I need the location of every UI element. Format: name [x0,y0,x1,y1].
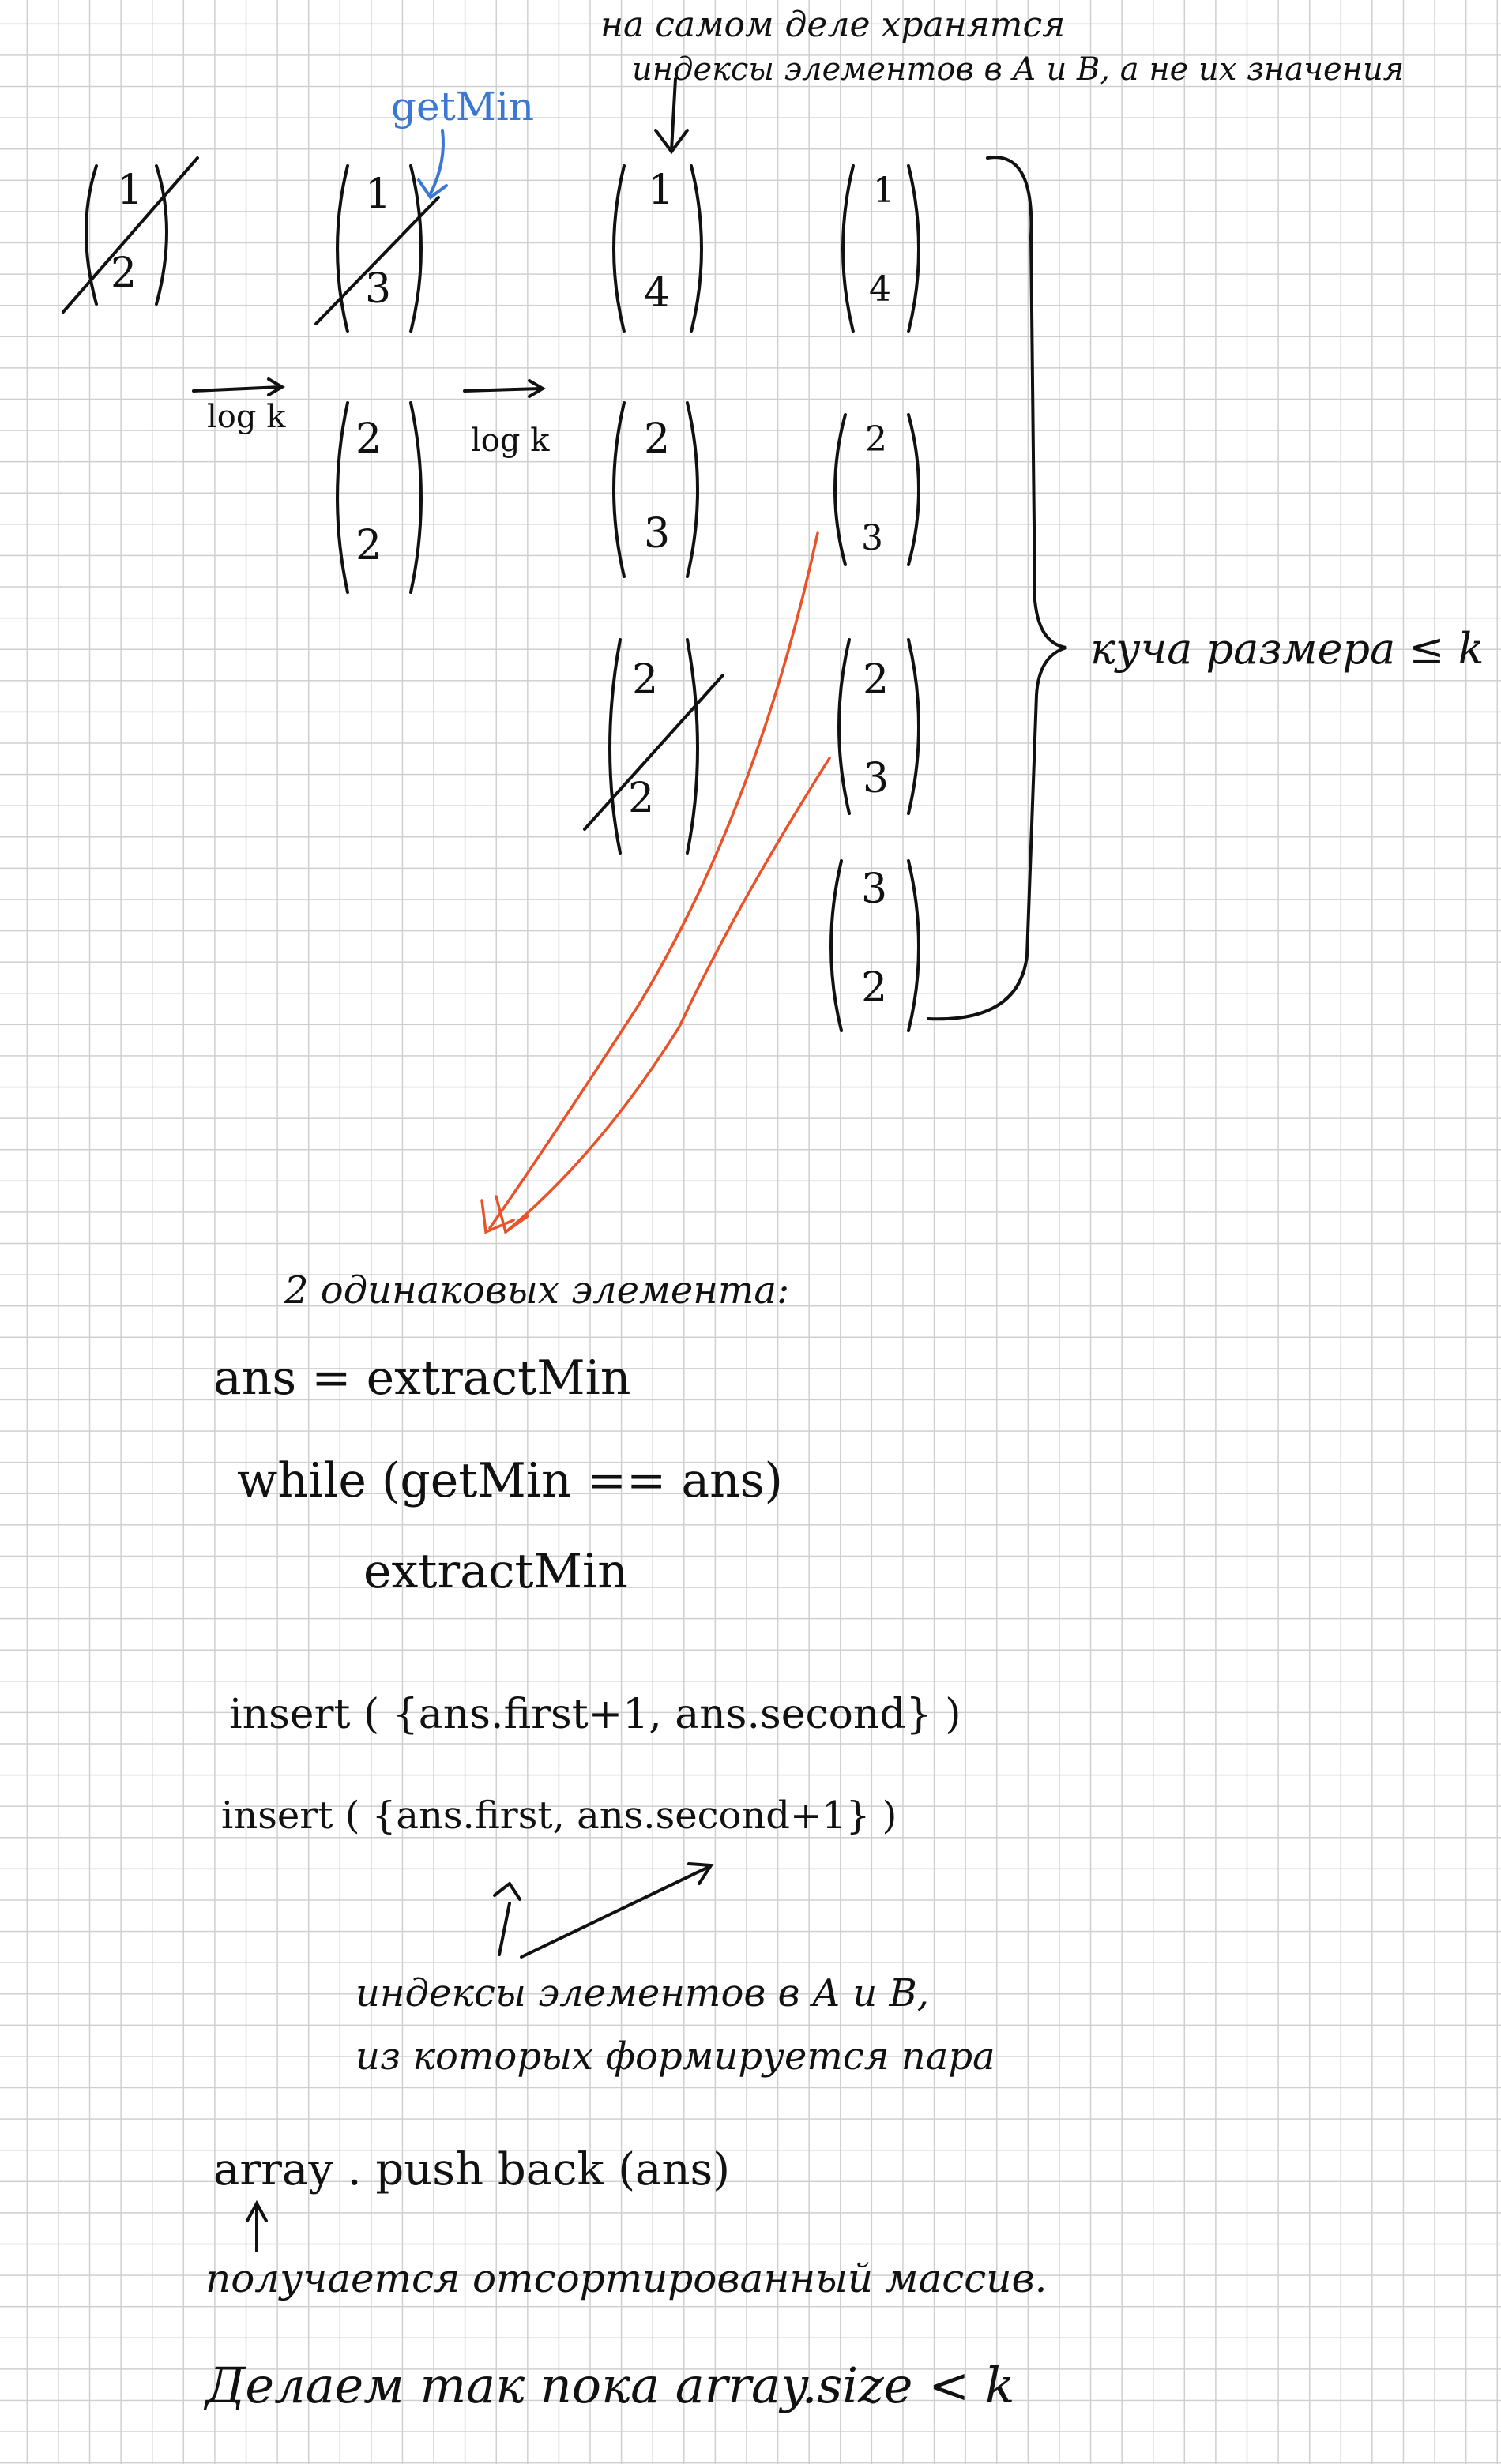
code-line-insert2: insert ( {ans.first, ans.second+1} ) [221,1794,897,1838]
code-line-ans: ans = extractMin [213,1350,631,1406]
getmin-label: getMin [391,84,535,130]
sorted-array-note: получается отсортированный массив. [205,2256,1048,2301]
vector-top: 2 [356,415,382,463]
top-note-line2: индексы элементов в А и В, а не их значе… [632,51,1405,88]
vector-bottom: 2 [356,522,382,569]
vector-top: 1 [365,171,392,218]
vector-top: 1 [648,167,675,214]
vector-top: 3 [861,866,888,913]
same-elements-note: 2 одинаковых элемента: [284,1268,790,1313]
log-label-2: log k [471,423,550,459]
vector-bottom: 4 [869,269,891,310]
indices-note-line1: индексы элементов в А и В, [356,1971,930,2015]
code-line-push-back: array . push back (ans) [213,2144,731,2195]
vector-top: 1 [117,167,144,214]
vector-top: 2 [863,656,890,704]
vector-bottom: 2 [861,964,888,1012]
heap-size-label: куча размера ≤ k [1090,624,1484,674]
vector-bottom: 3 [644,510,671,558]
vector-bottom: 3 [365,265,392,313]
vector-top: 1 [873,171,895,211]
top-note-line1: на самом деле хранятся [600,5,1066,45]
code-line-while: while (getMin == ans) [237,1453,783,1508]
vector-top: 2 [632,656,659,704]
vector-top: 2 [865,419,887,460]
code-line-insert1: insert ( {ans.first+1, ans.second} ) [229,1691,961,1738]
code-line-extract: extractMin [363,1544,628,1599]
loop-condition-note: Делаем так пока array.size < k [205,2357,1015,2414]
indices-note-line2: из которых формируется пара [356,2034,995,2079]
vector-bottom: 2 [111,250,137,297]
vector-top: 2 [644,415,671,463]
vector-bottom: 3 [863,755,890,802]
vector-bottom: 3 [861,518,883,558]
vector-bottom: 2 [628,775,655,822]
log-label-1: log k [207,399,286,435]
vector-bottom: 4 [644,269,671,317]
